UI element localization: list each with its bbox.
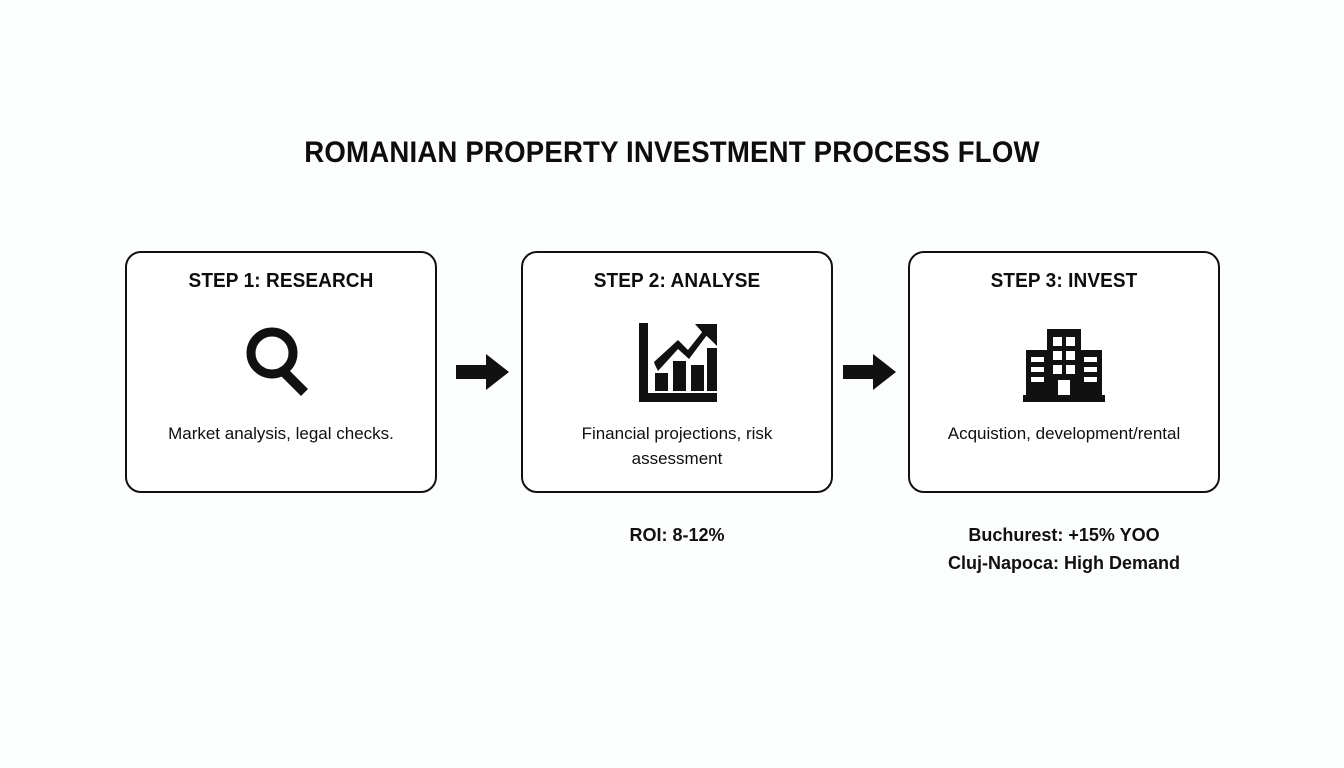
bar-chart-growth-icon xyxy=(523,315,831,411)
right-arrow-icon xyxy=(843,352,897,392)
step-3-heading: STEP 3: INVEST xyxy=(990,270,1138,292)
annotation-line: ROI: 8-12% xyxy=(629,525,725,545)
office-building-icon xyxy=(910,315,1218,411)
step-card-2[interactable]: STEP 2: ANALYSE Financial projections, r… xyxy=(521,251,833,493)
annotation-line: Cluj-Napoca: High Demand xyxy=(947,553,1180,573)
annotation-line: Buchurest: +15% YOO xyxy=(968,525,1160,545)
step-2-description: Financial projections, risk assessment xyxy=(581,424,773,468)
step-1-heading: STEP 1: RESEARCH xyxy=(188,270,374,292)
step-1-description: Market analysis, legal checks. xyxy=(168,424,394,443)
step-card-1[interactable]: STEP 1: RESEARCH Market analysis, legal … xyxy=(125,251,437,493)
process-flow: STEP 1: RESEARCH Market analysis, legal … xyxy=(125,251,1220,493)
page-title: ROMANIAN PROPERTY INVESTMENT PROCESS FLO… xyxy=(304,136,1040,169)
right-arrow-icon xyxy=(456,352,510,392)
step-3-annotation: Buchurest: +15% YOO Cluj-Napoca: High De… xyxy=(908,521,1220,577)
step-3-description: Acquistion, development/rental xyxy=(947,424,1181,443)
step-2-annotation: ROI: 8-12% xyxy=(521,521,833,549)
step-card-3[interactable]: STEP 3: INVEST xyxy=(908,251,1220,493)
step-2-heading: STEP 2: ANALYSE xyxy=(593,270,761,292)
magnifier-icon xyxy=(127,315,435,411)
